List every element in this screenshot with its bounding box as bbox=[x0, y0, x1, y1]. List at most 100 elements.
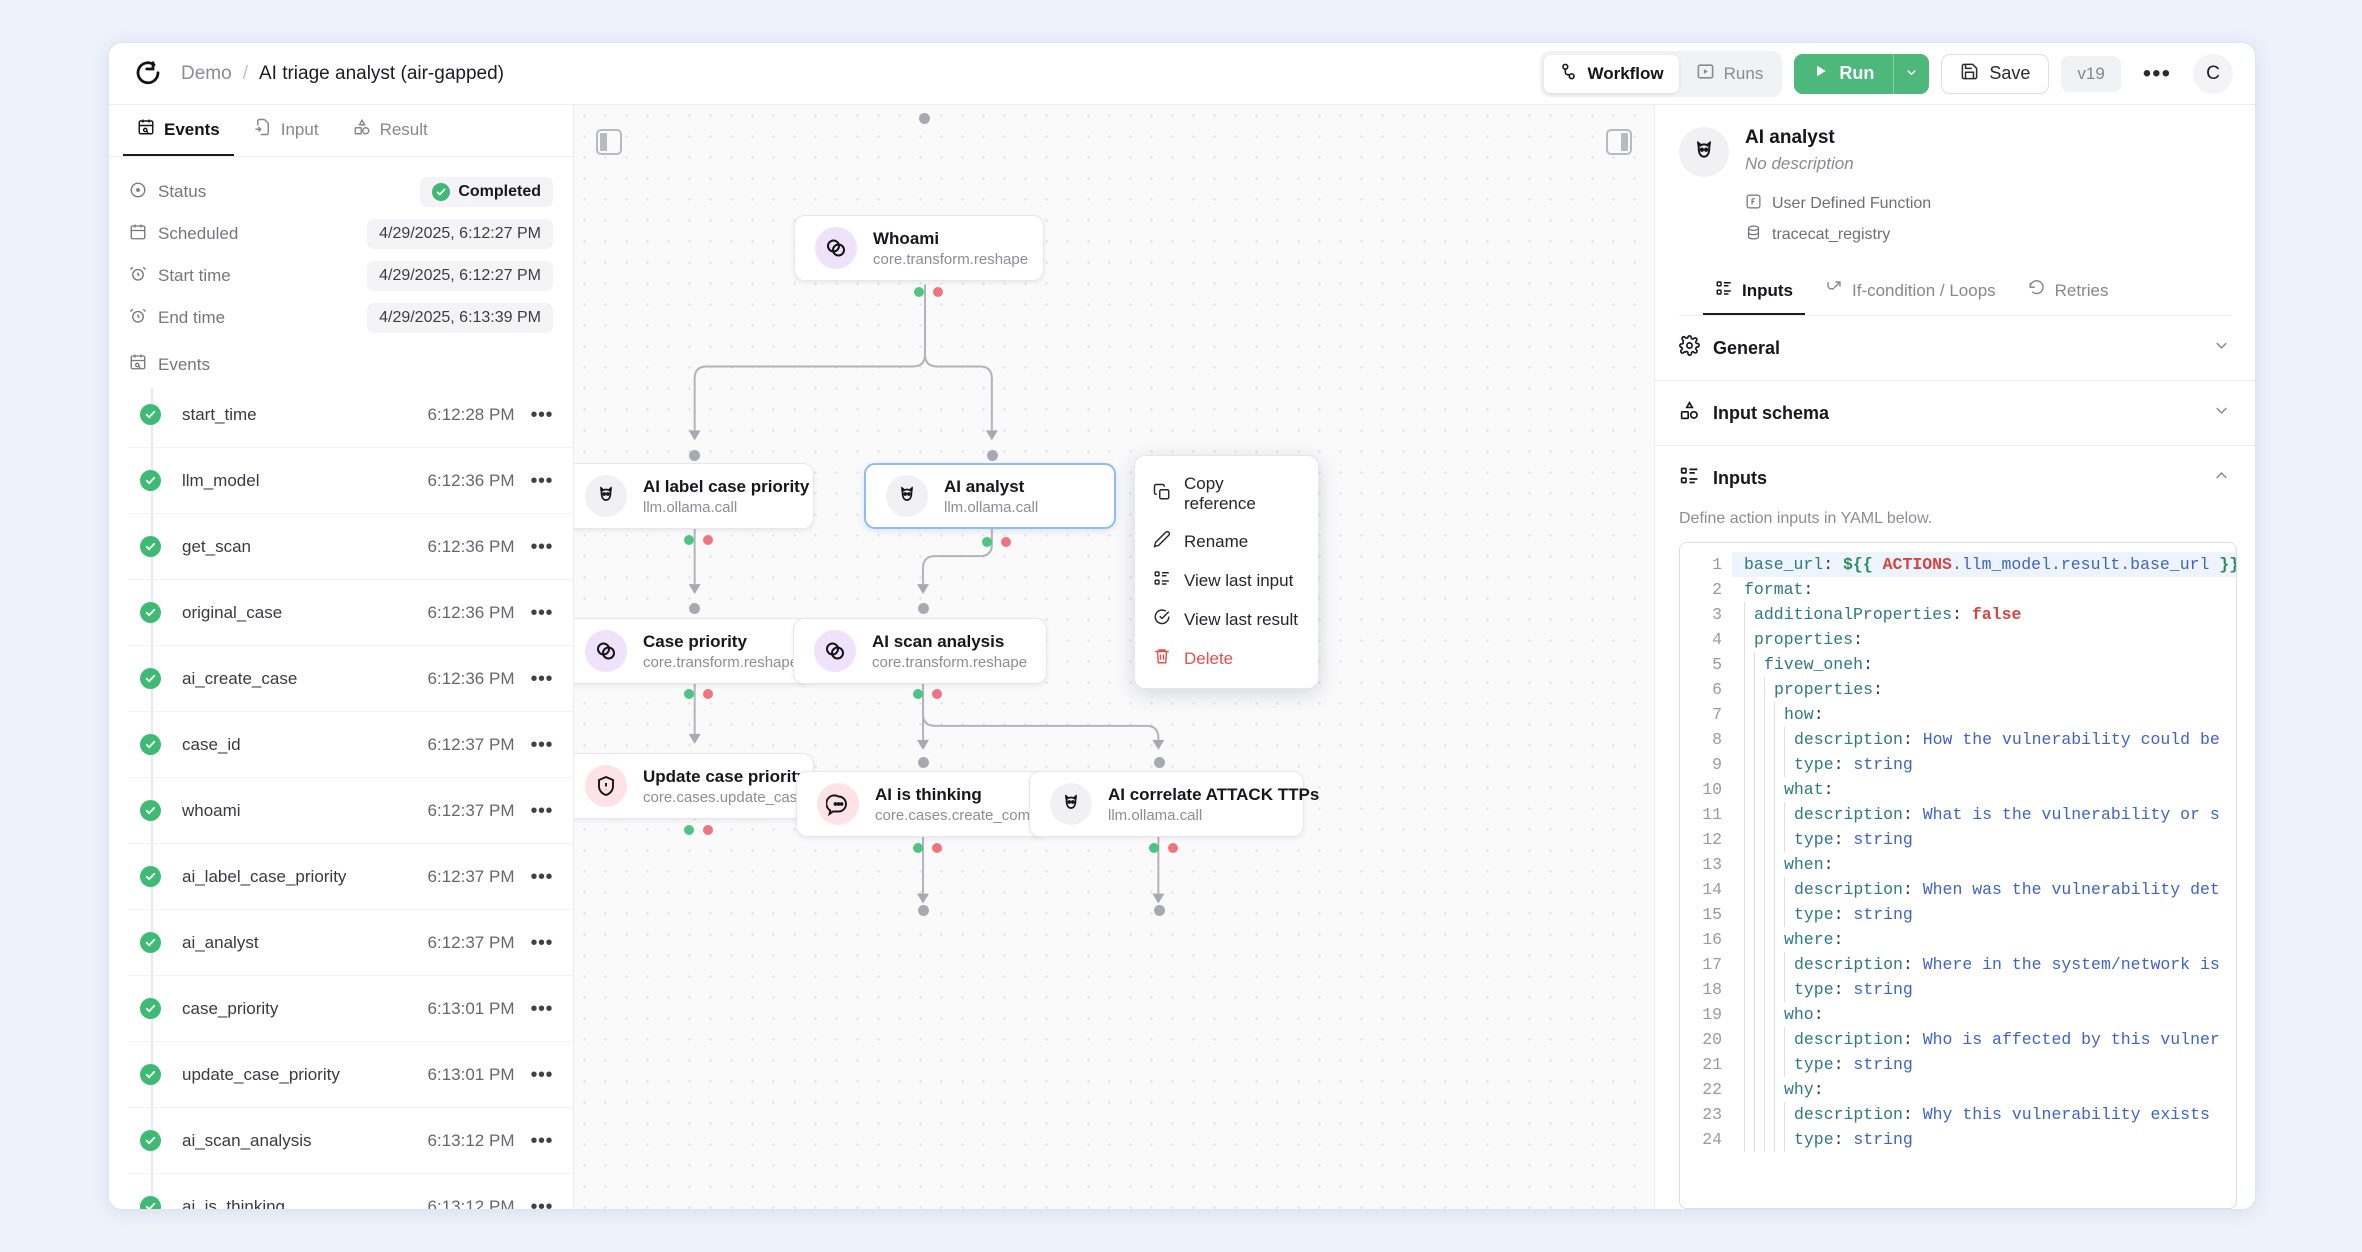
workflow-node-ai-is-thinking[interactable]: AI is thinking core.cases.create_comment bbox=[796, 771, 1063, 837]
event-more-button[interactable]: ••• bbox=[530, 1197, 553, 1210]
event-more-button[interactable]: ••• bbox=[530, 733, 553, 756]
workflow-node-ai-analyst[interactable]: AI analyst llm.ollama.call bbox=[864, 463, 1116, 529]
node-input-handle[interactable] bbox=[689, 450, 700, 461]
workflow-node-ai-scan-analysis[interactable]: AI scan analysis core.transform.reshape bbox=[793, 618, 1047, 684]
node-output-handles[interactable] bbox=[684, 825, 713, 835]
error-handle[interactable] bbox=[703, 825, 713, 835]
code-line[interactable]: description: When was the vulnerability … bbox=[1732, 877, 2236, 902]
node-output-handles[interactable] bbox=[913, 689, 942, 699]
event-more-button[interactable]: ••• bbox=[530, 931, 553, 954]
context-menu-delete[interactable]: Delete bbox=[1135, 639, 1318, 678]
section-general-header[interactable]: General bbox=[1655, 316, 2255, 380]
success-handle[interactable] bbox=[684, 689, 694, 699]
more-options-button[interactable]: ••• bbox=[2133, 61, 2181, 86]
node-output-handles[interactable] bbox=[684, 689, 713, 699]
node-input-handle[interactable] bbox=[689, 603, 700, 614]
tab-retries[interactable]: Retries bbox=[2016, 268, 2121, 315]
error-handle[interactable] bbox=[1001, 537, 1011, 547]
error-handle[interactable] bbox=[932, 689, 942, 699]
code-line[interactable]: properties: bbox=[1732, 677, 2236, 702]
tab-input[interactable]: Input bbox=[240, 105, 333, 156]
code-line[interactable]: why: bbox=[1732, 1077, 2236, 1102]
event-more-button[interactable]: ••• bbox=[530, 1129, 553, 1152]
node-input-handle[interactable] bbox=[1154, 757, 1165, 768]
tab-events[interactable]: Events bbox=[123, 105, 234, 156]
code-line[interactable]: how: bbox=[1732, 702, 2236, 727]
context-menu-rename[interactable]: Rename bbox=[1135, 522, 1318, 561]
code-line[interactable]: when: bbox=[1732, 852, 2236, 877]
workflow-node-ai-correlate-attack-ttps[interactable]: AI correlate ATTACK TTPs llm.ollama.call bbox=[1029, 771, 1319, 837]
context-menu-view-last-input[interactable]: View last input bbox=[1135, 561, 1318, 600]
node-input-handle[interactable] bbox=[918, 603, 929, 614]
success-handle[interactable] bbox=[982, 537, 992, 547]
code-line[interactable]: description: What is the vulnerability o… bbox=[1732, 802, 2236, 827]
code-content[interactable]: base_url: ${{ ACTIONS.llm_model.result.b… bbox=[1732, 543, 2236, 1208]
node-input-handle[interactable] bbox=[919, 113, 930, 124]
event-more-button[interactable]: ••• bbox=[530, 601, 553, 624]
code-line[interactable]: format: bbox=[1744, 580, 1814, 599]
event-more-button[interactable]: ••• bbox=[530, 799, 553, 822]
breadcrumb-root[interactable]: Demo bbox=[181, 62, 232, 84]
panel-right-icon[interactable] bbox=[1606, 129, 1632, 155]
event-more-button[interactable]: ••• bbox=[530, 667, 553, 690]
code-line[interactable]: description: Who is affected by this vul… bbox=[1732, 1027, 2236, 1052]
code-line[interactable]: description: How the vulnerability could… bbox=[1732, 727, 2236, 752]
code-line[interactable]: what: bbox=[1732, 777, 2236, 802]
error-handle[interactable] bbox=[1168, 843, 1178, 853]
event-more-button[interactable]: ••• bbox=[530, 865, 553, 888]
success-handle[interactable] bbox=[913, 843, 923, 853]
code-line[interactable]: type: string bbox=[1732, 977, 2236, 1002]
tab-if-condition-loops[interactable]: If-condition / Loops bbox=[1813, 268, 2008, 315]
panel-left-icon[interactable] bbox=[596, 129, 622, 155]
version-badge[interactable]: v19 bbox=[2061, 55, 2121, 92]
node-output-handles[interactable] bbox=[913, 843, 942, 853]
workflow-node-whoami[interactable]: Whoami core.transform.reshape bbox=[794, 215, 1044, 281]
event-more-button[interactable]: ••• bbox=[530, 469, 553, 492]
workflow-node-ai-label-case-priority[interactable]: AI label case priority llm.ollama.call bbox=[574, 463, 814, 529]
workflow-canvas[interactable]: Whoami core.transform.reshape AI la bbox=[574, 105, 1655, 1209]
section-input-schema-header[interactable]: Input schema bbox=[1655, 381, 2255, 445]
workflow-node-case-priority[interactable]: Case priority core.transform.reshape bbox=[574, 618, 814, 684]
code-line[interactable]: who: bbox=[1732, 1002, 2236, 1027]
run-button[interactable]: Run bbox=[1794, 53, 1894, 94]
event-more-button[interactable]: ••• bbox=[530, 535, 553, 558]
code-line[interactable]: description: Where in the system/network… bbox=[1732, 952, 2236, 977]
code-line[interactable]: properties: bbox=[1732, 627, 2236, 652]
code-line[interactable]: type: string bbox=[1732, 752, 2236, 777]
save-button[interactable]: Save bbox=[1941, 53, 2050, 94]
code-line[interactable]: additionalProperties: false bbox=[1732, 602, 2236, 627]
event-more-button[interactable]: ••• bbox=[530, 1063, 553, 1086]
tab-result[interactable]: Result bbox=[339, 105, 442, 156]
code-line[interactable]: type: string bbox=[1732, 1052, 2236, 1077]
success-handle[interactable] bbox=[913, 689, 923, 699]
context-menu-view-last-result[interactable]: View last result bbox=[1135, 600, 1318, 639]
context-menu-copy-reference[interactable]: Copy reference bbox=[1135, 466, 1318, 522]
code-line[interactable]: fivew_oneh: bbox=[1732, 652, 2236, 677]
error-handle[interactable] bbox=[703, 689, 713, 699]
node-output-handles[interactable] bbox=[684, 535, 713, 545]
node-output-handles[interactable] bbox=[914, 287, 943, 297]
success-handle[interactable] bbox=[914, 287, 924, 297]
success-handle[interactable] bbox=[1149, 843, 1159, 853]
workflow-node-update-case-priority[interactable]: Update case priority core.cases.update_c… bbox=[574, 753, 814, 819]
node-input-handle[interactable] bbox=[918, 757, 929, 768]
error-handle[interactable] bbox=[933, 287, 943, 297]
code-line[interactable]: type: string bbox=[1732, 827, 2236, 852]
success-handle[interactable] bbox=[684, 825, 694, 835]
tab-runs[interactable]: Runs bbox=[1681, 55, 1779, 93]
event-more-button[interactable]: ••• bbox=[530, 997, 553, 1020]
